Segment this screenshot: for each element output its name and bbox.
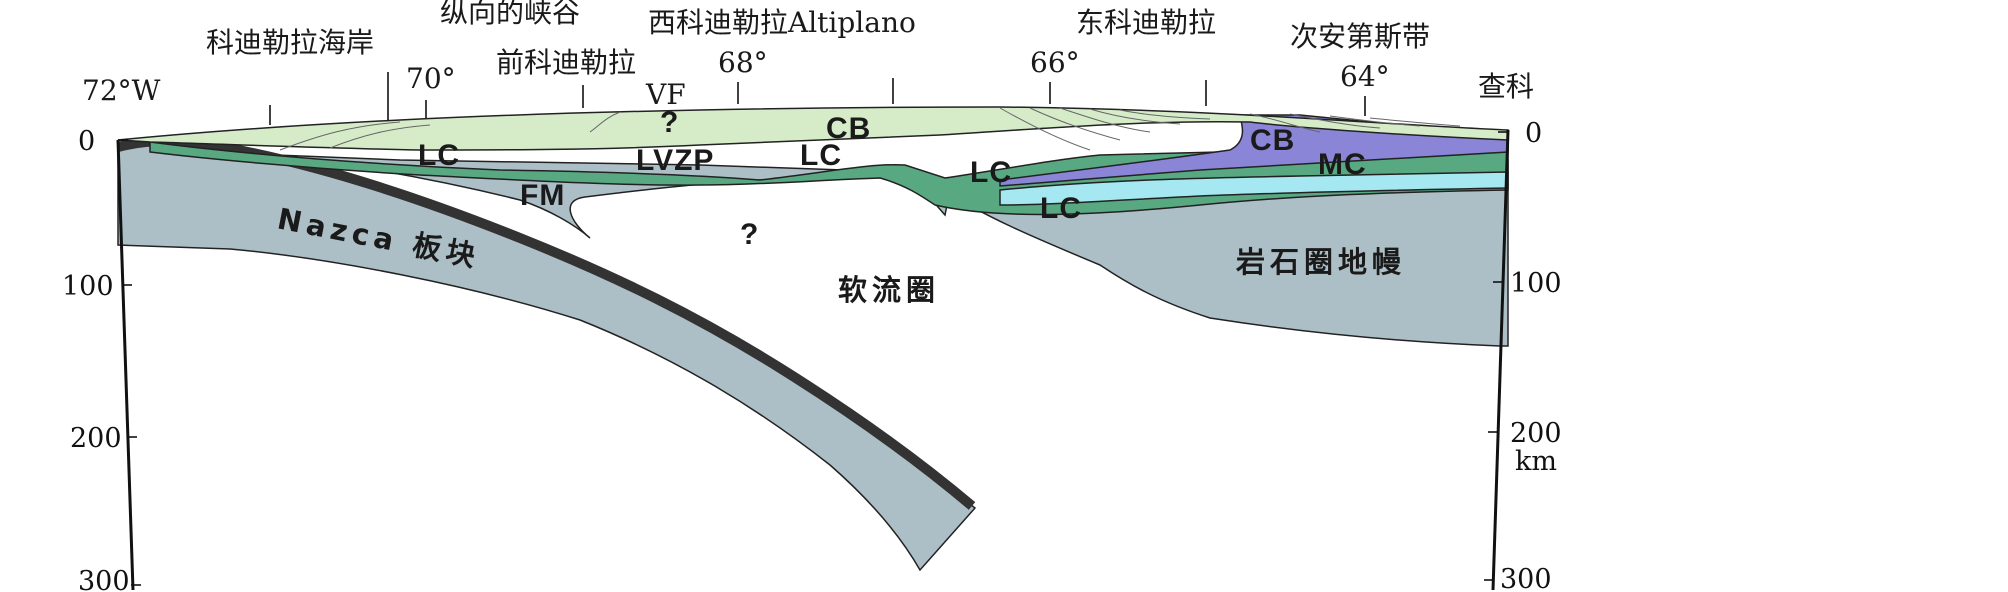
longitude-68: 68° [718,46,768,79]
subandean-belt-label: 次安第斯带 [1290,20,1430,53]
unit-fm: FM [520,179,565,212]
eastern-cordillera-label: 东科迪勒拉 [1076,6,1216,39]
left-depth-0: 0 [78,126,95,157]
mid-crust-area [999,171,1509,206]
longitude-70: 70° [406,62,456,95]
coastal-cordillera-label: 科迪勒拉海岸 [206,26,374,59]
unit-lc-central: LC [800,139,842,172]
longitudinal-valley-label: 纵向的峡谷 [440,0,580,29]
longitude-72w: 72°W [82,74,161,107]
asthenosphere-label: 软流圈 [838,273,940,307]
volcanic-front-label: VF [645,78,686,111]
left-depth-axis [116,139,135,591]
chaco-label: 查科 [1478,70,1534,103]
right-depth-200: 200 [1510,418,1562,449]
right-depth-axis [1491,129,1510,591]
unit-lc-west: LC [418,139,460,172]
longitude-66: 66° [1030,46,1080,79]
sediment-strata [279,107,1461,151]
unit-mc: MC [1318,148,1367,181]
left-depth-200: 200 [70,423,122,454]
unit-cb-west: CB [826,112,871,145]
unit-lvzp: LVZP [636,144,714,177]
right-depth-0: 0 [1525,118,1542,149]
precordillera-label: 前科迪勒拉 [496,46,636,79]
left-depth-300: 300 [78,566,130,592]
right-depth-300: 300 [1500,564,1552,592]
left-depth-100: 100 [62,271,114,302]
depth-unit-label: km [1515,446,1557,477]
western-cordillera-altiplano-label: 西科迪勒拉Altiplano [648,6,916,39]
right-depth-100: 100 [1510,268,1562,299]
unit-lc-east-upper: LC [970,156,1012,189]
question-mark-upper: ? [660,106,679,139]
unit-lc-east-lower: LC [1040,192,1082,225]
lithospheric-mantle-label: 岩石圈地幔 [1235,245,1406,279]
unit-cb-east: CB [1250,124,1295,157]
question-mark-lower: ? [740,218,759,251]
longitude-64: 64° [1340,60,1390,93]
